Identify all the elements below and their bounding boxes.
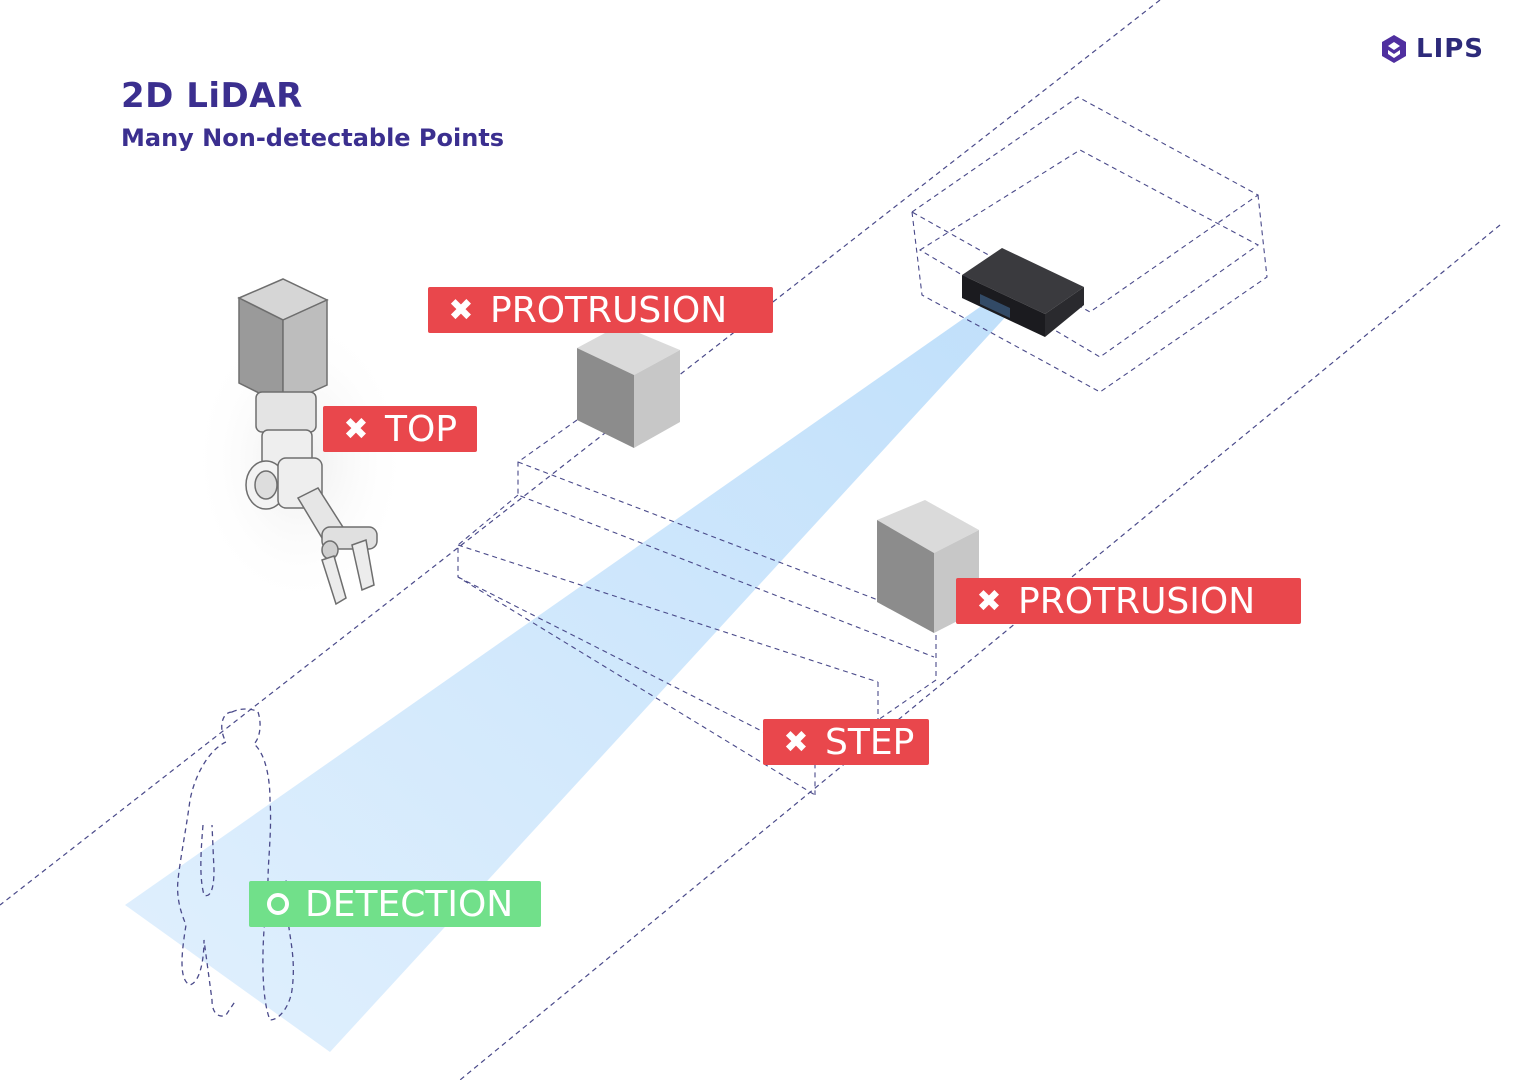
- label-text: PROTRUSION: [490, 289, 728, 331]
- cross-icon: ✖: [448, 292, 474, 328]
- page-subtitle: Many Non-detectable Points: [121, 124, 505, 152]
- cross-icon: ✖: [976, 583, 1002, 619]
- lidar-sensor: [962, 248, 1084, 337]
- label-protrusion-top: ✖ PROTRUSION: [428, 287, 773, 333]
- protrusion-box-top: [577, 325, 680, 448]
- page-title: 2D LiDAR: [121, 76, 303, 116]
- brand-logo: LIPS: [1378, 33, 1484, 65]
- label-text: PROTRUSION: [1018, 580, 1256, 622]
- brand-name: LIPS: [1416, 34, 1485, 64]
- cross-icon: ✖: [343, 411, 369, 447]
- corridor-lines: [0, 0, 1501, 1080]
- label-protrusion-right: ✖ PROTRUSION: [956, 578, 1301, 624]
- circle-icon: [267, 893, 289, 915]
- label-text: TOP: [385, 408, 458, 450]
- lips-logo-icon: [1382, 35, 1406, 63]
- scan-beam: [125, 300, 1010, 1052]
- label-detection: DETECTION: [249, 881, 541, 927]
- label-text: DETECTION: [305, 883, 514, 925]
- robot-arm-illustration: [190, 278, 410, 610]
- label-text: STEP: [825, 721, 915, 763]
- person-outline: [176, 708, 294, 1021]
- cross-icon: ✖: [783, 724, 809, 760]
- protrusion-box-right: [877, 500, 979, 633]
- label-step: ✖ STEP: [763, 719, 929, 765]
- label-top: ✖ TOP: [323, 406, 477, 452]
